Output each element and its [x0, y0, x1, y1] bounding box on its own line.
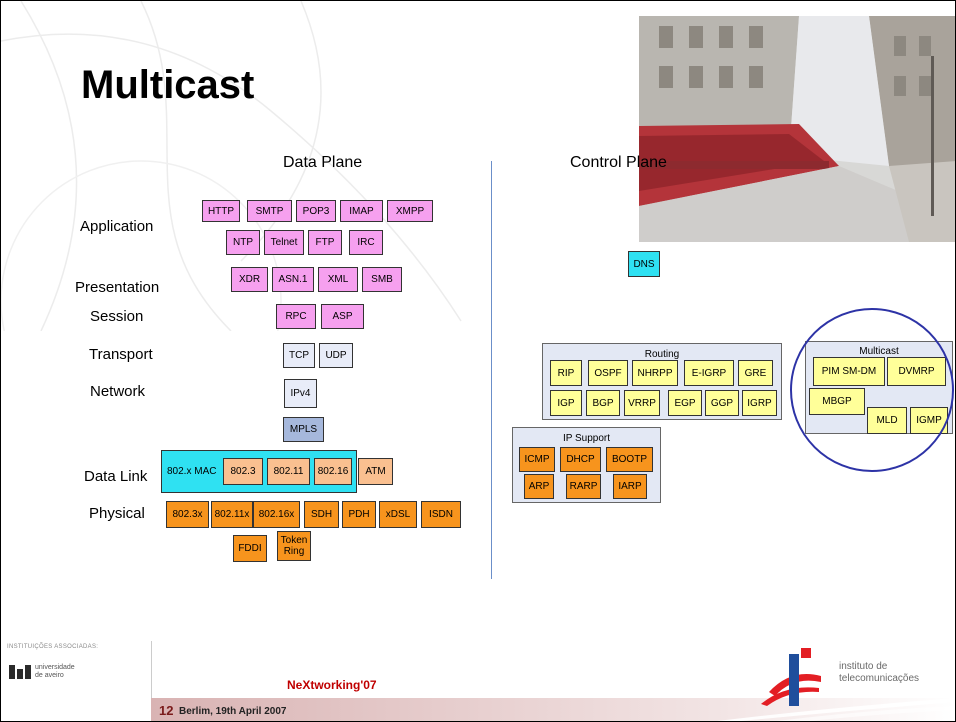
protocol-dhcp: DHCP	[560, 447, 601, 472]
protocol-tcp: TCP	[283, 343, 315, 368]
multicast-highlight-circle	[790, 308, 954, 472]
protocol-pop3: POP3	[296, 200, 336, 222]
protocol-gre: GRE	[738, 360, 773, 386]
protocol-802-16x: 802.16x	[253, 501, 300, 528]
protocol-imap: IMAP	[340, 200, 383, 222]
slide-title: Multicast	[81, 63, 255, 107]
university-logo-icon	[9, 665, 31, 679]
protocol-rpc: RPC	[276, 304, 316, 329]
protocol-e-igrp: E-IGRP	[684, 360, 734, 386]
layer-label-session: Session	[90, 308, 144, 325]
footer-bar	[151, 698, 955, 721]
date-place: Berlim, 19th April 2007	[179, 706, 287, 717]
layer-label-physical: Physical	[89, 505, 145, 522]
protocol-igrp: IGRP	[742, 390, 777, 416]
protocol-xml: XML	[318, 267, 358, 292]
layer-label-network: Network	[90, 383, 146, 400]
protocol-ipv4: IPv4	[284, 379, 317, 408]
protocol-802-16: 802.16	[314, 458, 352, 485]
protocol-xdsl: xDSL	[379, 501, 417, 528]
page-number: 12	[159, 703, 174, 718]
it-logo	[761, 648, 823, 706]
protocol-igp: IGP	[550, 390, 582, 416]
protocol-pdh: PDH	[342, 501, 376, 528]
ip-support-panel-title: IP Support	[562, 433, 611, 444]
protocol-ntp: NTP	[226, 230, 260, 255]
event-name: NeXtworking'07	[287, 678, 377, 692]
university-name-line2: de aveiro	[35, 672, 64, 679]
protocol-http: HTTP	[202, 200, 240, 222]
protocol-dns: DNS	[628, 251, 660, 277]
protocol-rip: RIP	[550, 360, 582, 386]
layer-label-presentation: Presentation	[75, 279, 160, 296]
protocol-isdn: ISDN	[421, 501, 461, 528]
protocol-ggp: GGP	[705, 390, 739, 416]
protocol-rarp: RARP	[566, 474, 601, 499]
protocol-xdr: XDR	[231, 267, 268, 292]
data-plane-heading: Data Plane	[283, 154, 363, 171]
protocol-vrrp: VRRP	[624, 390, 660, 416]
protocol-arp: ARP	[524, 474, 554, 499]
control-plane-heading: Control Plane	[570, 154, 667, 171]
protocol-smtp: SMTP	[247, 200, 292, 222]
layer-label-datalink: Data Link	[84, 468, 148, 485]
protocol-asp: ASP	[321, 304, 364, 329]
protocol-fddi: FDDI	[233, 535, 267, 562]
layer-label-transport: Transport	[89, 346, 153, 363]
protocol-ospf: OSPF	[588, 360, 628, 386]
routing-panel-title: Routing	[644, 349, 680, 360]
protocol-irc: IRC	[349, 230, 383, 255]
protocol-udp: UDP	[319, 343, 353, 368]
protocol-telnet: Telnet	[264, 230, 304, 255]
institute-name-line1: instituto de	[839, 661, 888, 672]
protocol-asn1: ASN.1	[272, 267, 314, 292]
street-photo	[639, 16, 955, 242]
associations-label: INSTITUIÇÕES ASSOCIADAS:	[7, 644, 99, 650]
protocol-icmp: ICMP	[519, 447, 555, 472]
protocol-bgp: BGP	[586, 390, 620, 416]
protocol-atm: ATM	[358, 458, 393, 485]
university-logo	[9, 665, 31, 679]
university-name-line1: universidade	[35, 664, 75, 671]
protocol-smb: SMB	[362, 267, 402, 292]
protocol-802-3x: 802.3x	[166, 501, 209, 528]
university-name: universidade de aveiro	[35, 664, 75, 680]
protocol-token-ring: Token Ring	[277, 531, 311, 561]
protocol-ftp: FTP	[308, 230, 342, 255]
protocol-mpls: MPLS	[283, 417, 324, 442]
layer-label-application: Application	[80, 218, 154, 235]
protocol-xmpp: XMPP	[387, 200, 433, 222]
protocol-iarp: IARP	[613, 474, 647, 499]
protocol-802-3: 802.3	[223, 458, 263, 485]
protocol-802-11x: 802.11x	[211, 501, 253, 528]
institute-name-line2: telecomunicações	[839, 673, 920, 684]
footer-divider	[151, 641, 152, 721]
protocol-802-11: 802.11	[267, 458, 310, 485]
protocol-egp: EGP	[668, 390, 702, 416]
watermark-decoration	[1, 1, 462, 331]
protocol-bootp: BOOTP	[606, 447, 653, 472]
it-logo-icon	[761, 648, 821, 706]
footer-swoosh	[717, 698, 955, 721]
protocol-nhrpp: NHRPP	[632, 360, 678, 386]
protocol-sdh: SDH	[304, 501, 339, 528]
plane-divider	[491, 161, 492, 579]
institute-name: instituto de telecomunicações	[839, 661, 919, 685]
